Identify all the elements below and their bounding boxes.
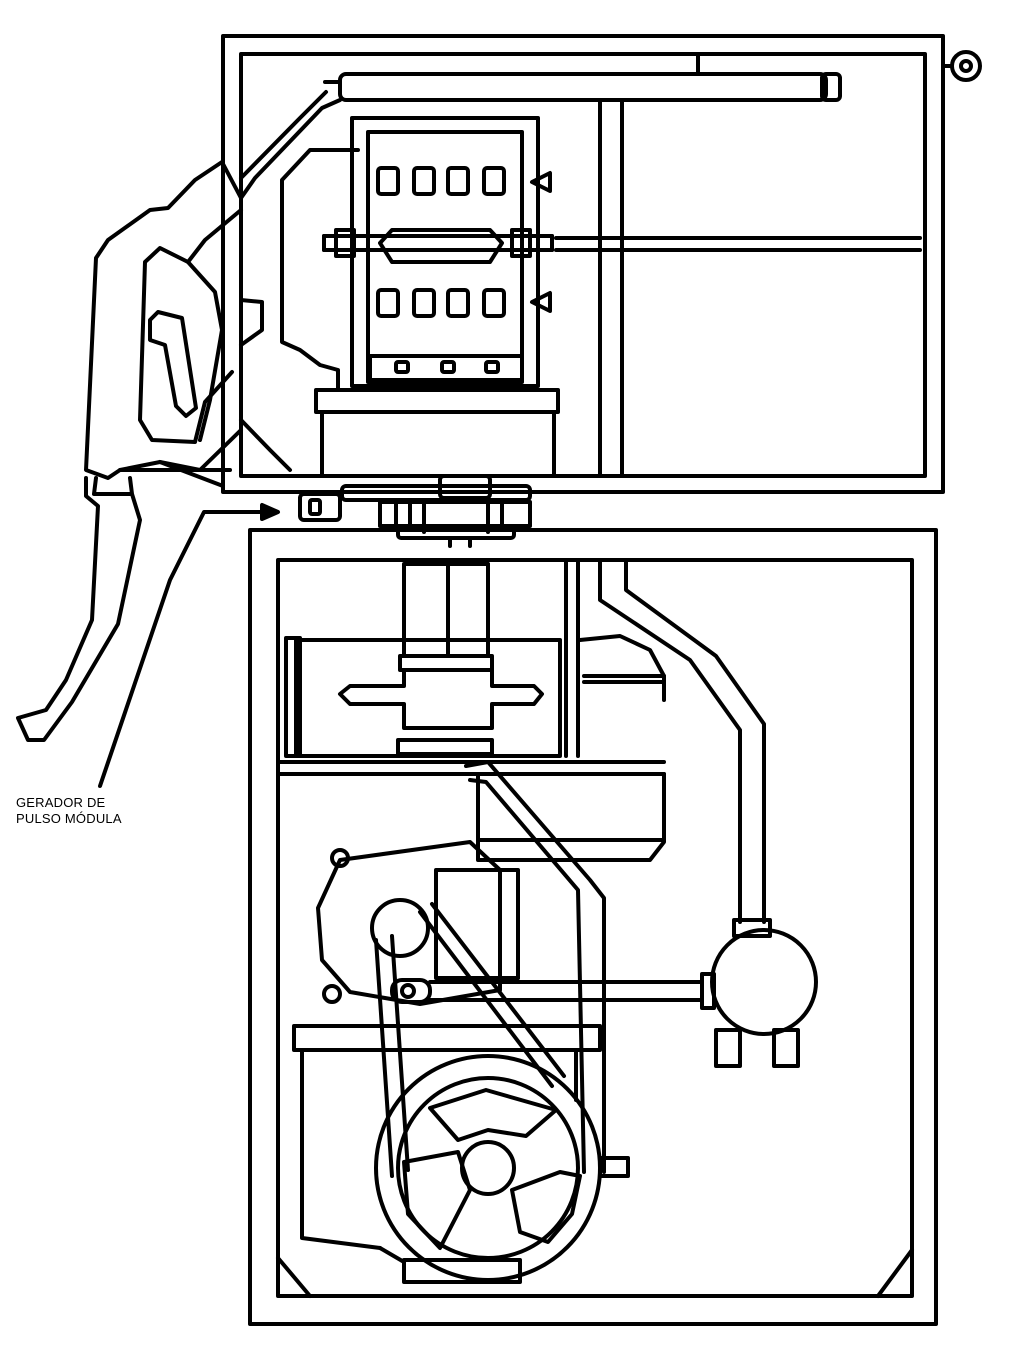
- pulse-generator-callout: GERADOR DE PULSO MÓDULA: [16, 795, 122, 827]
- hose-bracket: [241, 92, 340, 198]
- bypass-rod: [392, 980, 700, 1002]
- computer-register: [324, 118, 552, 386]
- display-cover: [241, 150, 358, 470]
- outlet-pipe: [600, 562, 770, 936]
- digit-window: [414, 168, 434, 194]
- nozzle: [86, 162, 241, 486]
- callout-line-2: PULSO MÓDULA: [16, 811, 122, 826]
- reset-knob: [532, 293, 550, 311]
- inlet-pipe: [466, 762, 604, 1172]
- separator-tank: [478, 774, 664, 860]
- digit-window: [378, 290, 398, 316]
- digit-window: [414, 290, 434, 316]
- lifting-eye: [943, 52, 980, 80]
- lower-cabinet: [250, 530, 936, 1324]
- reset-knob: [532, 173, 550, 191]
- pump-foot: [380, 1248, 520, 1282]
- top-tube: [325, 54, 840, 100]
- junction-box: [702, 930, 816, 1066]
- hose: [18, 478, 140, 740]
- digit-window: [484, 290, 504, 316]
- callout-arrow: [100, 505, 278, 786]
- digit-window: [448, 290, 468, 316]
- pulse-generator: [300, 476, 530, 546]
- pump-base: [294, 1026, 628, 1248]
- digit-window: [448, 168, 468, 194]
- digit-window: [484, 168, 504, 194]
- upper-cabinet: [223, 36, 943, 492]
- digit-window: [378, 168, 398, 194]
- meter-assembly: [286, 562, 664, 756]
- callout-line-1: GERADOR DE: [16, 795, 106, 810]
- computer-base: [316, 390, 558, 476]
- motor-pulley: [372, 900, 428, 956]
